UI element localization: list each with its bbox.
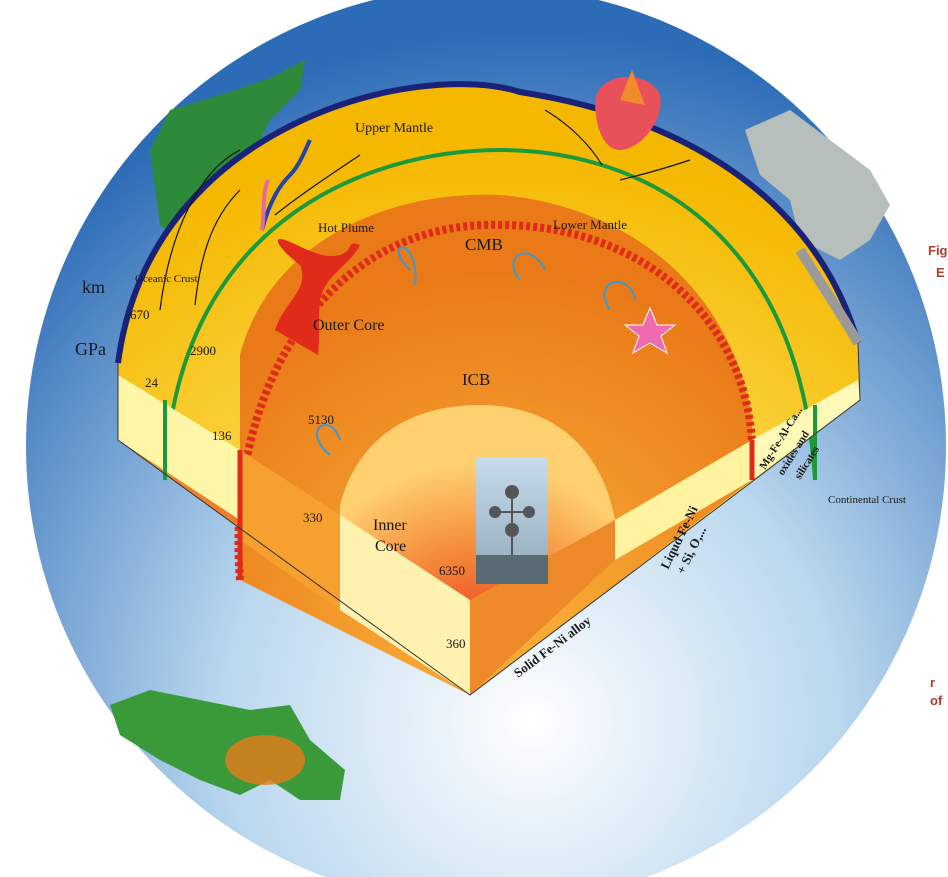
star-marker <box>623 306 677 355</box>
label-lower-mantle: Lower Mantle <box>553 217 627 232</box>
continent-top-left <box>150 60 305 245</box>
continent-top-right <box>745 110 890 260</box>
continental-crust-segment <box>795 247 863 346</box>
label-hot-plume: Hot Plume <box>318 220 374 235</box>
pressure-value: 360 <box>446 636 466 651</box>
core-mantle-boundary <box>234 220 757 581</box>
label-oceanic-crust: Oceanic Crust <box>135 273 198 285</box>
slice-outline <box>117 342 861 696</box>
slice-face-right-mantle <box>752 380 860 480</box>
plume-pink <box>260 179 270 231</box>
label-icb: ICB <box>462 370 490 389</box>
sidebar-fragment: Fig <box>928 243 948 258</box>
slice-face-left-inner <box>340 515 470 695</box>
slice-face-left-outer <box>118 375 240 520</box>
slice-face-right <box>470 520 615 695</box>
sidebar-fragment: r <box>930 675 936 690</box>
pressure-value: 330 <box>303 510 323 525</box>
label-km: km <box>82 277 105 297</box>
depth-value: 2900 <box>190 343 216 358</box>
plume-channel <box>260 139 312 231</box>
label-gpa: GPa <box>75 339 106 359</box>
convection-arrows <box>316 246 636 456</box>
label-cmb: CMB <box>465 235 503 254</box>
crust-outline <box>115 81 861 364</box>
label-inner-core-1: Inner <box>373 517 407 534</box>
depth-value: 670 <box>130 307 150 322</box>
label-continental-crust: Continental Crust <box>828 494 906 506</box>
volcano-icon <box>620 70 645 105</box>
sidebar-fragment: E <box>936 265 945 280</box>
pressure-value: 136 <box>212 428 232 443</box>
slice-face-right-outer <box>615 440 752 560</box>
hot-plume-shape <box>275 239 360 355</box>
depth-value: 5130 <box>308 412 334 427</box>
label-upper-mantle: Upper Mantle <box>355 121 433 136</box>
sidebar-fragment: of <box>930 693 943 708</box>
subduction-blob <box>595 76 661 150</box>
label-inner-core-2: Core <box>375 538 406 555</box>
label-outer-core: Outer Core <box>313 317 385 334</box>
mantle-boundary-line <box>163 147 817 481</box>
atomium-photo <box>476 457 548 584</box>
flow-arrows <box>159 109 691 311</box>
depth-value: 6350 <box>439 563 465 578</box>
continent-hotspot <box>225 735 305 785</box>
pressure-value: 24 <box>145 375 159 390</box>
slice-face-left-mid <box>240 450 340 610</box>
